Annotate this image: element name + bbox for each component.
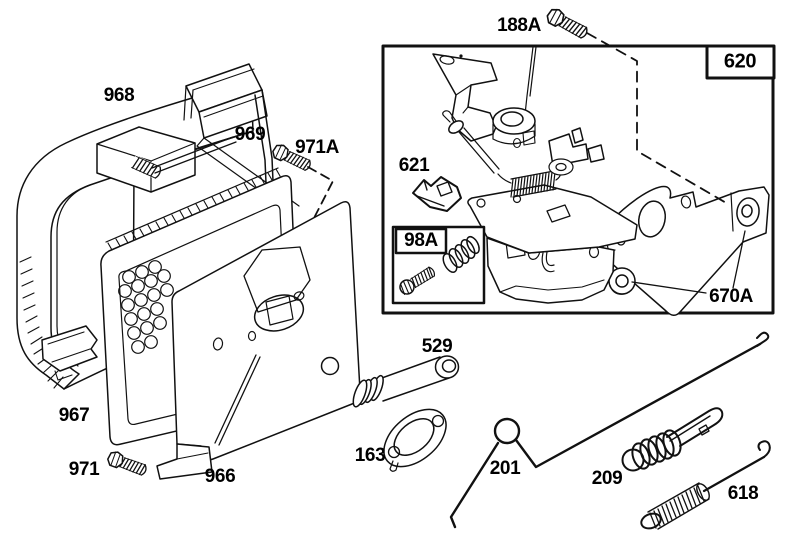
filter-honeycomb	[118, 260, 174, 354]
cover-rim-hatching	[19, 256, 64, 389]
callout-971A: 971A	[295, 137, 339, 158]
callout-621: 621	[398, 155, 430, 176]
stud-969	[130, 155, 164, 181]
callout-966: 966	[204, 466, 236, 487]
idle-spring-98A	[442, 235, 480, 273]
callout-967: 967	[58, 405, 90, 426]
inset-box-620	[381, 44, 776, 316]
label-box-98A	[394, 227, 448, 255]
breather-tube-529	[352, 355, 460, 408]
callout-969: 969	[234, 124, 266, 145]
callout-968: 968	[103, 85, 135, 106]
screw-971	[105, 448, 150, 479]
governor-link-201	[449, 331, 770, 529]
inset-box-98A	[391, 225, 486, 305]
dashed-leader-971A	[307, 166, 334, 221]
upper-brackets	[548, 127, 605, 167]
callout-188A: 188A	[497, 15, 541, 36]
leader-670A	[631, 230, 746, 294]
callout-529: 529	[421, 336, 453, 357]
air-cleaner-cover-968	[16, 63, 300, 390]
callout-670A: 670A	[709, 286, 753, 307]
spring-link-209	[621, 407, 724, 472]
callout-201: 201	[489, 458, 521, 479]
leader-lines-left	[151, 136, 237, 174]
cover-frame-bracket	[183, 63, 300, 230]
dashed-leader-188A	[586, 32, 729, 205]
extension-spring-618	[640, 440, 771, 530]
air-cleaner-plate-966	[156, 201, 361, 480]
callout-209: 209	[591, 468, 623, 489]
governor-spring	[497, 158, 574, 198]
label-box-620	[705, 44, 776, 80]
clip-621	[412, 176, 462, 212]
gasket-163	[383, 408, 447, 472]
callout-971: 971	[68, 459, 100, 480]
carburetor-base-plate	[467, 184, 638, 254]
control-bracket	[432, 46, 537, 174]
callout-618: 618	[727, 483, 759, 504]
callout-98A: 98A	[404, 230, 438, 251]
filter-pleat-serrations	[107, 168, 281, 251]
idle-speed-screw-98A	[399, 266, 436, 295]
callout-620: 620	[723, 50, 757, 73]
screw-188A	[544, 5, 591, 42]
callout-163: 163	[354, 445, 386, 466]
